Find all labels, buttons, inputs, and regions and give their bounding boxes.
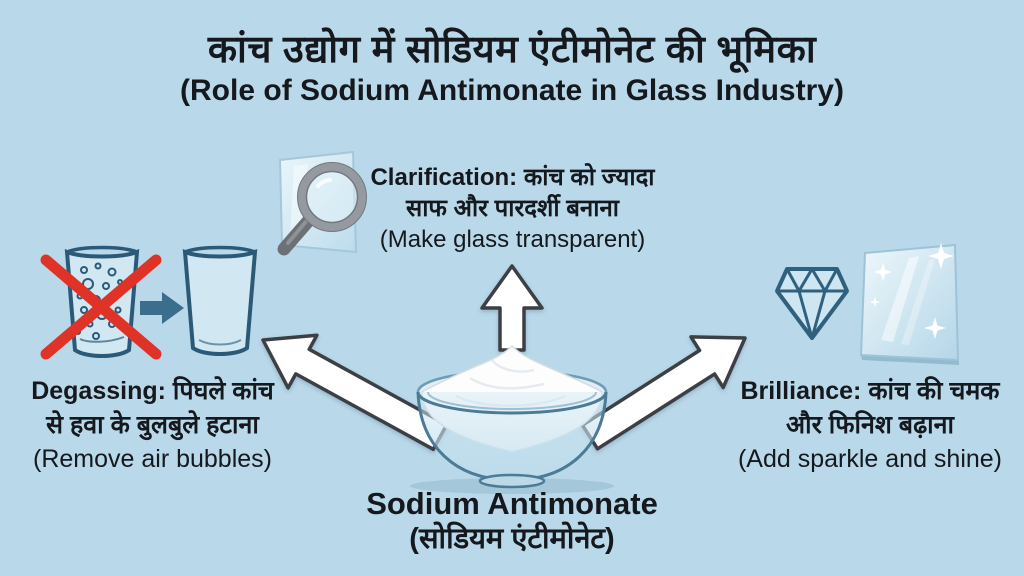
degassing-hindi-1: पिघले कांच: [172, 377, 274, 405]
brilliance-english: (Add sparkle and shine): [737, 445, 1003, 473]
degassing-icons: [40, 245, 258, 360]
small-right-arrow-icon: [140, 292, 184, 324]
crossed-bubbly-glass-icon: [40, 245, 162, 360]
brilliance-text: Brilliance: कांच की चमक और फिनिश बढ़ाना …: [720, 374, 1020, 476]
red-cross-icon: [40, 254, 162, 360]
substance-name-hindi: (सोडियम एंटीमोनेट): [409, 523, 615, 555]
brilliance-label: Brilliance:: [740, 377, 862, 405]
clarification-english: (Make glass transparent): [379, 226, 646, 253]
brilliance-hindi-1: कांच की चमक: [868, 377, 1000, 405]
degassing-hindi-2: से हवा के बुलबुले हटाना: [46, 411, 259, 439]
clarification-text: Clarification: कांच को ज्यादा साफ और पार…: [350, 162, 675, 255]
clarification-hindi-2: साफ और पारदर्शी बनाना: [405, 195, 620, 222]
diamond-icon: [775, 267, 849, 340]
clarification-label: Clarification:: [370, 164, 518, 191]
magnifier-over-glass-icon: [277, 150, 367, 256]
degassing-label: Degassing:: [31, 377, 166, 405]
degassing-english: (Remove air bubbles): [33, 445, 272, 473]
page-title-hindi: कांच उद्योग में सोडियम एंटीमोनेट की भूमि…: [207, 29, 817, 71]
clear-glass-icon: [182, 245, 258, 356]
substance-name-english: Sodium Antimonate: [366, 486, 658, 521]
brilliance-hindi-2: और फिनिश बढ़ाना: [786, 411, 954, 439]
sparkle-icon: [870, 243, 954, 339]
degassing-text: Degassing: पिघले कांच से हवा के बुलबुले …: [5, 374, 300, 476]
sparkling-glass-pane-icon: [859, 243, 960, 365]
powder-bowl-icon: [410, 344, 614, 494]
page-title-english: (Role of Sodium Antimonate in Glass Indu…: [180, 74, 844, 107]
clarification-hindi-1: कांच को ज्यादा: [523, 164, 655, 191]
